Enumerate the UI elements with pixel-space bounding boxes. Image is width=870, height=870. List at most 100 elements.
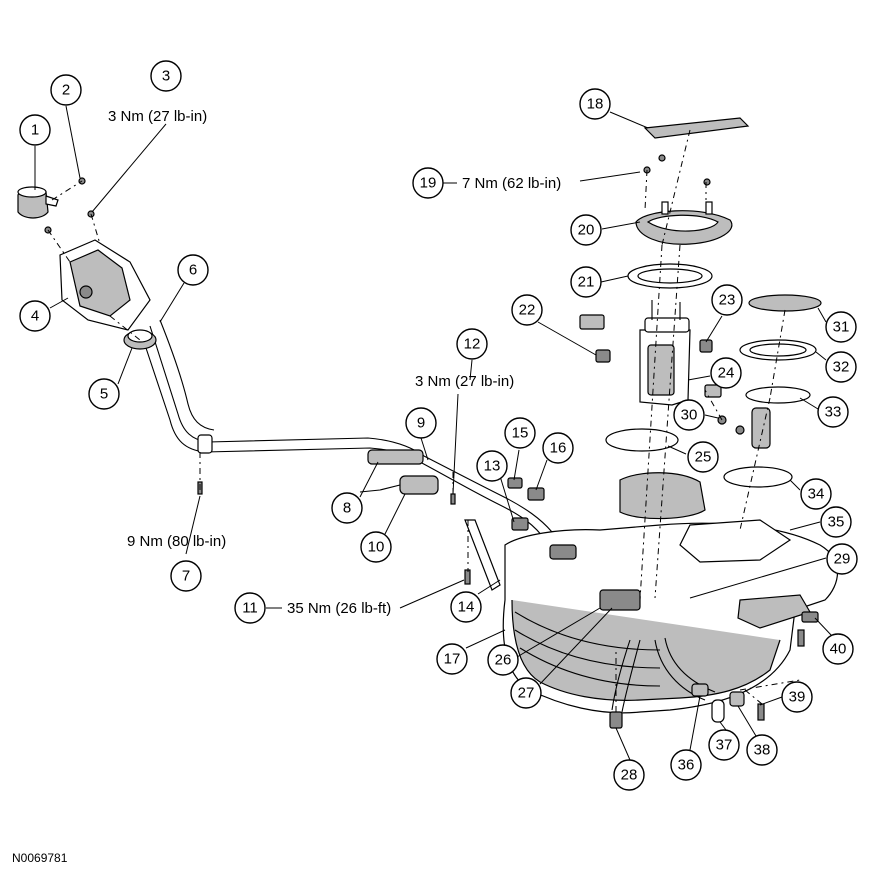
callout-23: 23 <box>711 284 743 316</box>
svg-text:10: 10 <box>368 539 385 556</box>
svg-text:39: 39 <box>789 689 806 706</box>
tank-seal-34 <box>723 466 793 488</box>
callout-1: 1 <box>19 114 51 146</box>
callout-14: 14 <box>450 591 482 623</box>
leader-lines <box>34 105 833 761</box>
connector-22 <box>579 314 611 363</box>
callout-39: 39 <box>781 681 813 713</box>
callout-7: 7 <box>170 560 202 592</box>
callout-19: 19 <box>412 167 444 199</box>
callout-20: 20 <box>570 214 602 246</box>
tube-37 <box>711 699 725 723</box>
svg-text:26: 26 <box>495 652 512 669</box>
sender-cover-31 <box>748 294 822 312</box>
svg-text:21: 21 <box>578 274 595 291</box>
bolt-11 <box>464 569 471 585</box>
callout-36: 36 <box>670 749 702 781</box>
callout-34: 34 <box>800 478 832 510</box>
bolt-40 <box>797 629 805 647</box>
svg-text:11: 11 <box>242 600 258 617</box>
callout-12: 12 <box>456 328 488 360</box>
callout-10: 10 <box>360 531 392 563</box>
svg-text:9: 9 <box>417 415 425 432</box>
callout-5: 5 <box>88 378 120 410</box>
filler-cap <box>17 186 59 219</box>
callout-27: 27 <box>510 677 542 709</box>
svg-text:8: 8 <box>343 500 351 517</box>
svg-text:1: 1 <box>31 122 39 139</box>
clip-16 <box>527 487 545 501</box>
svg-text:6: 6 <box>189 262 197 279</box>
callout-32: 32 <box>825 351 857 383</box>
fuel-pump-module <box>639 300 691 406</box>
svg-text:7: 7 <box>182 568 190 585</box>
sender-lockring-33 <box>745 386 811 449</box>
callout-9: 9 <box>405 407 437 439</box>
svg-text:29: 29 <box>834 551 851 568</box>
bracket <box>464 519 501 591</box>
svg-text:4: 4 <box>31 308 39 325</box>
svg-text:32: 32 <box>833 359 850 376</box>
svg-text:14: 14 <box>458 599 475 616</box>
callout-29: 29 <box>826 543 858 575</box>
torque-spec-19: 7 Nm (62 lb-in) <box>462 175 561 192</box>
callout-6: 6 <box>177 254 209 286</box>
sender-seal-32 <box>739 339 817 361</box>
torque-spec-11: 35 Nm (26 lb-ft) <box>287 600 391 617</box>
filler-housing <box>59 239 151 331</box>
svg-text:13: 13 <box>484 458 501 475</box>
clip-15 <box>507 477 523 489</box>
svg-text:5: 5 <box>100 386 108 403</box>
access-cover-gasket <box>643 117 750 139</box>
svg-text:25: 25 <box>695 449 712 466</box>
tank-seal-25 <box>605 428 679 452</box>
callout-13: 13 <box>476 450 508 482</box>
svg-text:27: 27 <box>518 685 535 702</box>
callout-3: 3 <box>150 60 182 92</box>
fuel-connector-27 <box>599 589 641 611</box>
svg-text:37: 37 <box>716 737 733 754</box>
svg-text:36: 36 <box>678 757 695 774</box>
lock-ring <box>635 201 733 245</box>
callout-30: 30 <box>673 399 705 431</box>
hose-clamp-8 <box>367 449 424 465</box>
callout-31: 31 <box>825 311 857 343</box>
svg-text:22: 22 <box>519 302 536 319</box>
callout-38: 38 <box>746 734 778 766</box>
callout-35: 35 <box>820 506 852 538</box>
svg-text:34: 34 <box>808 486 825 503</box>
svg-text:31: 31 <box>833 319 850 336</box>
callout-18: 18 <box>579 88 611 120</box>
svg-text:40: 40 <box>830 641 847 658</box>
svg-text:24: 24 <box>718 365 735 382</box>
svg-text:12: 12 <box>464 336 481 353</box>
callout-22: 22 <box>511 294 543 326</box>
svg-text:30: 30 <box>681 407 698 424</box>
svg-text:18: 18 <box>587 96 604 113</box>
svg-text:38: 38 <box>754 742 771 759</box>
callout-24: 24 <box>710 357 742 389</box>
svg-text:2: 2 <box>62 82 70 99</box>
callout-11: 11 <box>234 592 266 624</box>
svg-text:33: 33 <box>825 404 842 421</box>
evap-valve <box>359 475 439 495</box>
svg-text:19: 19 <box>420 175 437 192</box>
svg-text:35: 35 <box>828 514 845 531</box>
callout-8: 8 <box>331 492 363 524</box>
svg-text:28: 28 <box>621 767 638 784</box>
callout-40: 40 <box>822 633 854 665</box>
svg-text:3: 3 <box>162 68 170 85</box>
clip-13 <box>511 517 529 531</box>
torque-spec-12: 3 Nm (27 lb-in) <box>415 373 514 390</box>
callout-2: 2 <box>50 74 82 106</box>
callout-26: 26 <box>487 644 519 676</box>
svg-text:17: 17 <box>444 651 461 668</box>
drain-fitting-28 <box>609 711 623 729</box>
callout-17: 17 <box>436 643 468 675</box>
svg-text:23: 23 <box>719 292 736 309</box>
svg-text:16: 16 <box>550 440 567 457</box>
bolt-39 <box>757 703 765 721</box>
fitting-23 <box>699 339 713 353</box>
